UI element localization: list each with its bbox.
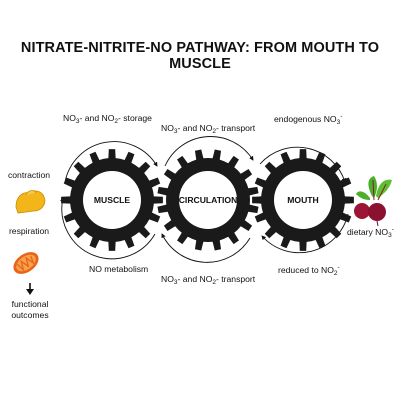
- top-arrow-left: [64, 141, 158, 183]
- contraction-label: contraction: [7, 170, 51, 180]
- bottom-arrow-left: [60, 197, 156, 260]
- gear-mouth: [252, 149, 354, 251]
- respiration-label: respiration: [8, 226, 50, 236]
- storage-label: NO3- and NO2- storage: [63, 113, 152, 125]
- gear-muscle-label: MUSCLE: [94, 195, 131, 205]
- cycle-arrows: [60, 136, 349, 263]
- reduced-label: reduced to NO2-: [278, 264, 340, 277]
- top-arrow-mid: [164, 136, 254, 167]
- gear-muscle: [61, 149, 163, 251]
- gear-mouth-label: MOUTH: [287, 195, 319, 205]
- gear-circulation-label: CIRCULATION: [179, 195, 238, 205]
- top-arrow-right: [259, 146, 347, 183]
- diagram-title: NITRATE-NITRITE-NO PATHWAY: FROM MOUTH T…: [20, 40, 380, 72]
- flexed-bicep-icon: [15, 190, 46, 214]
- bottom-arrow-right: [261, 213, 349, 254]
- mitochondrion-icon: [13, 252, 39, 274]
- dietary-label: dietary NO3-: [347, 226, 394, 239]
- down-arrow-icon: [26, 283, 34, 295]
- bottom-arrow-mid: [161, 233, 251, 263]
- transport-bottom-label: NO3- and NO2- transport: [161, 274, 256, 286]
- beetroot-icon: [354, 176, 392, 227]
- no-metabolism-label: NO metabolism: [89, 264, 149, 274]
- transport-top-label: NO3- and NO2- transport: [161, 123, 256, 135]
- endogenous-label: endogenous NO3-: [274, 113, 343, 126]
- gear-circulation: [157, 149, 259, 251]
